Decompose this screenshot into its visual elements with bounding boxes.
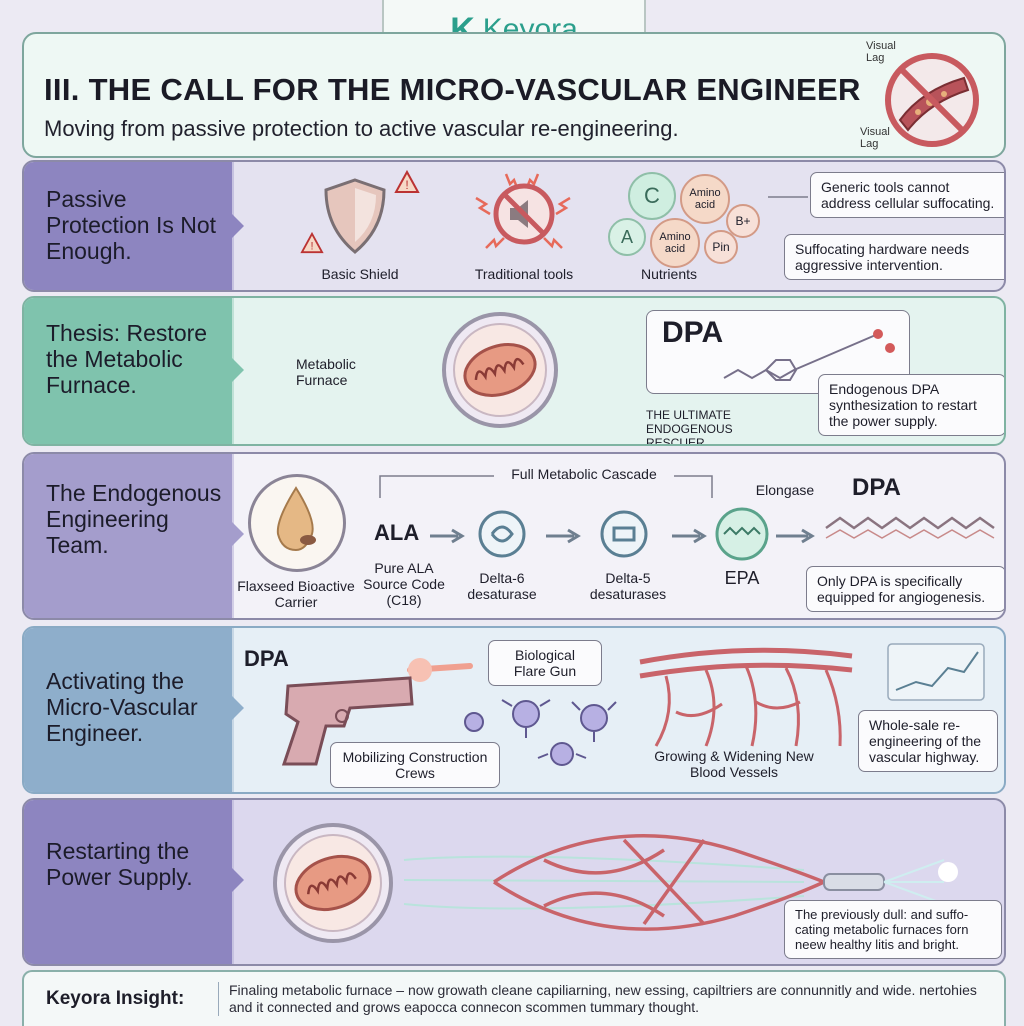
shield-icon xyxy=(324,178,386,254)
panel-restarting: Restarting the Power Supply. The previou… xyxy=(22,798,1006,966)
label-arrow xyxy=(230,212,244,240)
nutrient-a-icon: A xyxy=(608,218,646,256)
label-arrow xyxy=(230,694,244,722)
panel-label-bg xyxy=(24,800,234,964)
vessels-caption: Growing & Widening New Blood Vessels xyxy=(654,748,814,780)
callout-power-supply: The previously dull: and suffo-cating me… xyxy=(784,900,1002,959)
tools-caption: Traditional tools xyxy=(474,266,574,282)
panel-activating: Activating the Micro-Vascular Engineer. … xyxy=(22,626,1006,794)
arrow-icon xyxy=(430,528,465,544)
panel-engineering-team: The Endogenous Engineering Team. Full Me… xyxy=(22,452,1006,620)
delta5-caption: Delta-5 desaturases xyxy=(589,570,667,602)
panel-label: Activating the Micro-Vascular Engineer. xyxy=(46,668,198,746)
callout-reengineering: Whole-sale re-engineering of the vascula… xyxy=(858,710,998,772)
shield-caption: Basic Shield xyxy=(321,266,399,282)
ala-label: ALA xyxy=(374,520,420,545)
insight-text: Finaling metabolic furnace – now growath… xyxy=(218,982,999,1016)
vitamin-b-icon: B+ xyxy=(726,204,760,238)
dpa-label: DPA xyxy=(852,474,901,501)
label-arrow xyxy=(230,520,244,548)
callout-flare-gun: Biological Flare Gun xyxy=(488,640,602,686)
blood-vessels-icon xyxy=(639,647,853,747)
page-title: III. THE CALL FOR THE MICRO-VASCULAR ENG… xyxy=(44,72,861,107)
panel-passive-protection: Passive Protection Is Not Enough. ! ! Ba… xyxy=(22,160,1006,292)
callout-angiogenesis: Only DPA is specifically equipped for an… xyxy=(806,566,1004,612)
warning-icon: ! xyxy=(394,169,420,193)
vascular-network-icon xyxy=(403,833,958,931)
callout-suffocating-hardware: Suffocating hardware needs aggressive in… xyxy=(784,234,1004,280)
dpa-heading: DPA xyxy=(662,316,724,349)
svg-text:!: ! xyxy=(310,240,313,252)
visual-lag-label-top: Visual Lag xyxy=(866,40,896,64)
label-arrow xyxy=(230,356,244,384)
page-subtitle: Moving from passive protection to active… xyxy=(44,116,679,141)
epa-label: EPA xyxy=(724,568,760,588)
elongase-label: Elongase xyxy=(755,482,815,498)
oil-drop-icon xyxy=(276,486,316,552)
insight-bar xyxy=(22,970,1006,1026)
mitochondria-icon xyxy=(442,312,558,428)
arrow-icon xyxy=(672,528,707,544)
delta6-caption: Delta-6 desaturase xyxy=(467,570,537,602)
insight-label: Keyora Insight: xyxy=(46,988,185,1009)
panel-label-bg xyxy=(24,162,234,290)
flare-gun-icon xyxy=(281,658,473,766)
blocked-vessel-icon xyxy=(885,53,979,147)
panel-label: The Endogenous Engineering Team. xyxy=(46,480,222,558)
pin-nutrient-icon: Pin xyxy=(704,230,738,264)
amino-acid-icon: Amino acid xyxy=(680,174,730,224)
cell-crew-icon xyxy=(464,699,617,766)
warning-icon: ! xyxy=(300,231,324,254)
rescuer-label: THE ULTIMATE ENDOGENOUS RESCUER. xyxy=(646,408,733,446)
delta6-enzyme-icon xyxy=(478,510,526,558)
callout-pointer xyxy=(768,196,808,198)
epa-molecule-icon xyxy=(715,507,769,561)
visual-lag-label-bottom: Visual Lag xyxy=(860,126,890,150)
dpa-molecule-icon xyxy=(723,329,895,381)
cascade-label: Full Metabolic Cascade xyxy=(494,466,674,482)
nutrient-c-icon: C xyxy=(628,172,676,220)
label-arrow xyxy=(230,866,244,894)
panel-label-bg xyxy=(24,628,234,792)
panel-label-bg xyxy=(24,454,234,618)
amino-acid-icon: Amino acid xyxy=(650,218,700,268)
callout-dpa-synthesis: Endogenous DPA synthesization to restart… xyxy=(818,374,1004,436)
panel-thesis: Thesis: Restore the Metabolic Furnace. M… xyxy=(22,296,1006,446)
callout-construction-crews: Mobilizing Construction Crews xyxy=(330,742,500,788)
nutrients-caption: Nutrients xyxy=(640,266,698,282)
flax-caption: Flaxseed Bioactive Carrier xyxy=(237,578,355,610)
panel-label: Restarting the Power Supply. xyxy=(46,838,193,890)
arrow-icon xyxy=(776,528,815,544)
dpa-label: DPA xyxy=(244,646,289,671)
arrow-icon xyxy=(546,528,581,544)
panel-label: Thesis: Restore the Metabolic Furnace. xyxy=(46,320,208,398)
dpa-chain-icon xyxy=(825,516,995,539)
panel-label: Passive Protection Is Not Enough. xyxy=(46,186,217,264)
ala-caption: Pure ALA Source Code (C18) xyxy=(363,560,445,608)
muted-tools-icon xyxy=(475,173,571,249)
delta5-enzyme-icon xyxy=(600,510,648,558)
furnace-caption: Metabolic Furnace xyxy=(296,356,356,388)
mitochondria-icon xyxy=(273,823,393,943)
svg-text:!: ! xyxy=(405,178,408,192)
growth-chart-icon xyxy=(887,643,985,701)
header-card xyxy=(22,32,1006,158)
callout-generic-tools: Generic tools cannot address cellular su… xyxy=(810,172,1004,218)
